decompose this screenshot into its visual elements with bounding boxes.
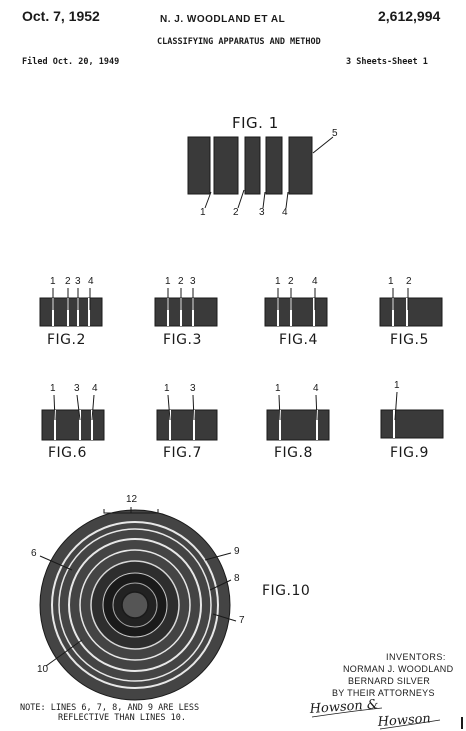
fig5-num-1: 1 bbox=[388, 276, 394, 287]
patent-date: Oct. 7, 1952 bbox=[22, 8, 100, 24]
fig2-num-2: 2 bbox=[65, 276, 71, 287]
fig8-num-1: 1 bbox=[275, 383, 281, 394]
fig1-bar-3 bbox=[244, 136, 261, 195]
fig2-num-3: 3 bbox=[75, 276, 81, 287]
fig10-num-6: 6 bbox=[31, 548, 37, 559]
note-line-2: REFLECTIVE THAN LINES 10. bbox=[58, 713, 186, 723]
fig4-bar bbox=[264, 297, 328, 327]
fig1-num-4: 4 bbox=[282, 207, 288, 218]
fig1-bar-1 bbox=[187, 136, 211, 195]
fig3-num-1: 1 bbox=[165, 276, 171, 287]
fig6-bar bbox=[41, 409, 105, 441]
note-line-1: NOTE: LINES 6, 7, 8, AND 9 ARE LESS bbox=[20, 703, 200, 713]
fig2-leaders bbox=[52, 288, 91, 310]
svg-text:Howson: Howson bbox=[376, 711, 431, 730]
fig2-num-1: 1 bbox=[50, 276, 56, 287]
fig9-num-1: 1 bbox=[394, 380, 400, 391]
fig6-num-1: 1 bbox=[50, 383, 56, 394]
fig2-label: FIG.2 bbox=[47, 332, 86, 348]
fig4-num-4: 4 bbox=[312, 276, 318, 287]
fig1-num-1: 1 bbox=[200, 207, 206, 218]
fig2-bar bbox=[39, 297, 103, 327]
fig4-num-1: 1 bbox=[275, 276, 281, 287]
fig5-bar bbox=[379, 297, 443, 327]
fig5-label: FIG.5 bbox=[390, 332, 429, 348]
fig2-bars bbox=[39, 297, 103, 327]
fig4-label: FIG.4 bbox=[279, 332, 318, 348]
fig10-num-9: 9 bbox=[234, 546, 240, 557]
fig10-leaders bbox=[39, 507, 237, 667]
fig1-bar-4 bbox=[265, 136, 283, 195]
fig7-num-3: 3 bbox=[190, 383, 196, 394]
patent-number: 2,612,994 bbox=[378, 8, 441, 24]
fig9-bar bbox=[380, 409, 444, 439]
fig4-num-2: 2 bbox=[288, 276, 294, 287]
fig6-num-3: 3 bbox=[74, 383, 80, 394]
fig6-num-4: 4 bbox=[92, 383, 98, 394]
fig3-leaders bbox=[167, 288, 194, 310]
fig6-label: FIG.6 bbox=[48, 445, 87, 461]
fig5-num-2: 2 bbox=[406, 276, 412, 287]
fig3-bar bbox=[154, 297, 218, 327]
fig10-label: FIG.10 bbox=[262, 583, 311, 599]
fig8-leaders bbox=[278, 394, 318, 421]
fig10-num-12: 12 bbox=[126, 494, 138, 505]
fig7-bar bbox=[156, 409, 218, 441]
svg-text:Howson &: Howson & bbox=[308, 697, 379, 717]
fig7-leaders bbox=[167, 394, 195, 421]
fig10-bullseye bbox=[39, 509, 231, 701]
fig6-leaders bbox=[53, 394, 95, 421]
fig8-bar bbox=[266, 409, 330, 441]
fig3-label: FIG.3 bbox=[163, 332, 202, 348]
fig1-label: FIG. 1 bbox=[232, 114, 279, 132]
fig1-bars bbox=[187, 136, 313, 195]
fig9-label: FIG.9 bbox=[390, 445, 429, 461]
fig10-num-7: 7 bbox=[239, 615, 245, 626]
inventor-name-2: BERNARD SILVER bbox=[348, 676, 431, 686]
fig10-num-8: 8 bbox=[234, 573, 240, 584]
fig7-num-1: 1 bbox=[164, 383, 170, 394]
filed-date: Filed Oct. 20, 1949 bbox=[22, 57, 120, 67]
inventor-name-1: NORMAN J. WOODLAND bbox=[343, 664, 454, 674]
fig1-num-2: 2 bbox=[233, 207, 239, 218]
attorneys-line: BY THEIR ATTORNEYS bbox=[332, 688, 435, 698]
inventor-title: N. J. WOODLAND ET AL bbox=[160, 14, 286, 25]
fig1-leaders bbox=[204, 136, 334, 209]
fig2-num-4: 4 bbox=[88, 276, 94, 287]
inventors-heading: INVENTORS: bbox=[386, 652, 446, 662]
invention-title: CLASSIFYING APPARATUS AND METHOD bbox=[157, 37, 321, 47]
fig1-bar-5 bbox=[288, 136, 313, 195]
fig7-label: FIG.7 bbox=[163, 445, 202, 461]
sheet-count: 3 Sheets-Sheet 1 bbox=[346, 57, 428, 67]
fig5-leaders bbox=[392, 288, 409, 310]
fig3-num-3: 3 bbox=[190, 276, 196, 287]
fig1-num-5: 5 bbox=[332, 128, 338, 139]
fig10-num-10: 10 bbox=[37, 664, 49, 675]
fig8-label: FIG.8 bbox=[274, 445, 313, 461]
fig1-num-3: 3 bbox=[259, 207, 265, 218]
fig1-bar-2 bbox=[213, 136, 239, 195]
fig3-num-2: 2 bbox=[178, 276, 184, 287]
fig8-num-4: 4 bbox=[313, 383, 319, 394]
fig9-leader bbox=[394, 391, 398, 421]
fig4-leaders bbox=[277, 288, 316, 310]
